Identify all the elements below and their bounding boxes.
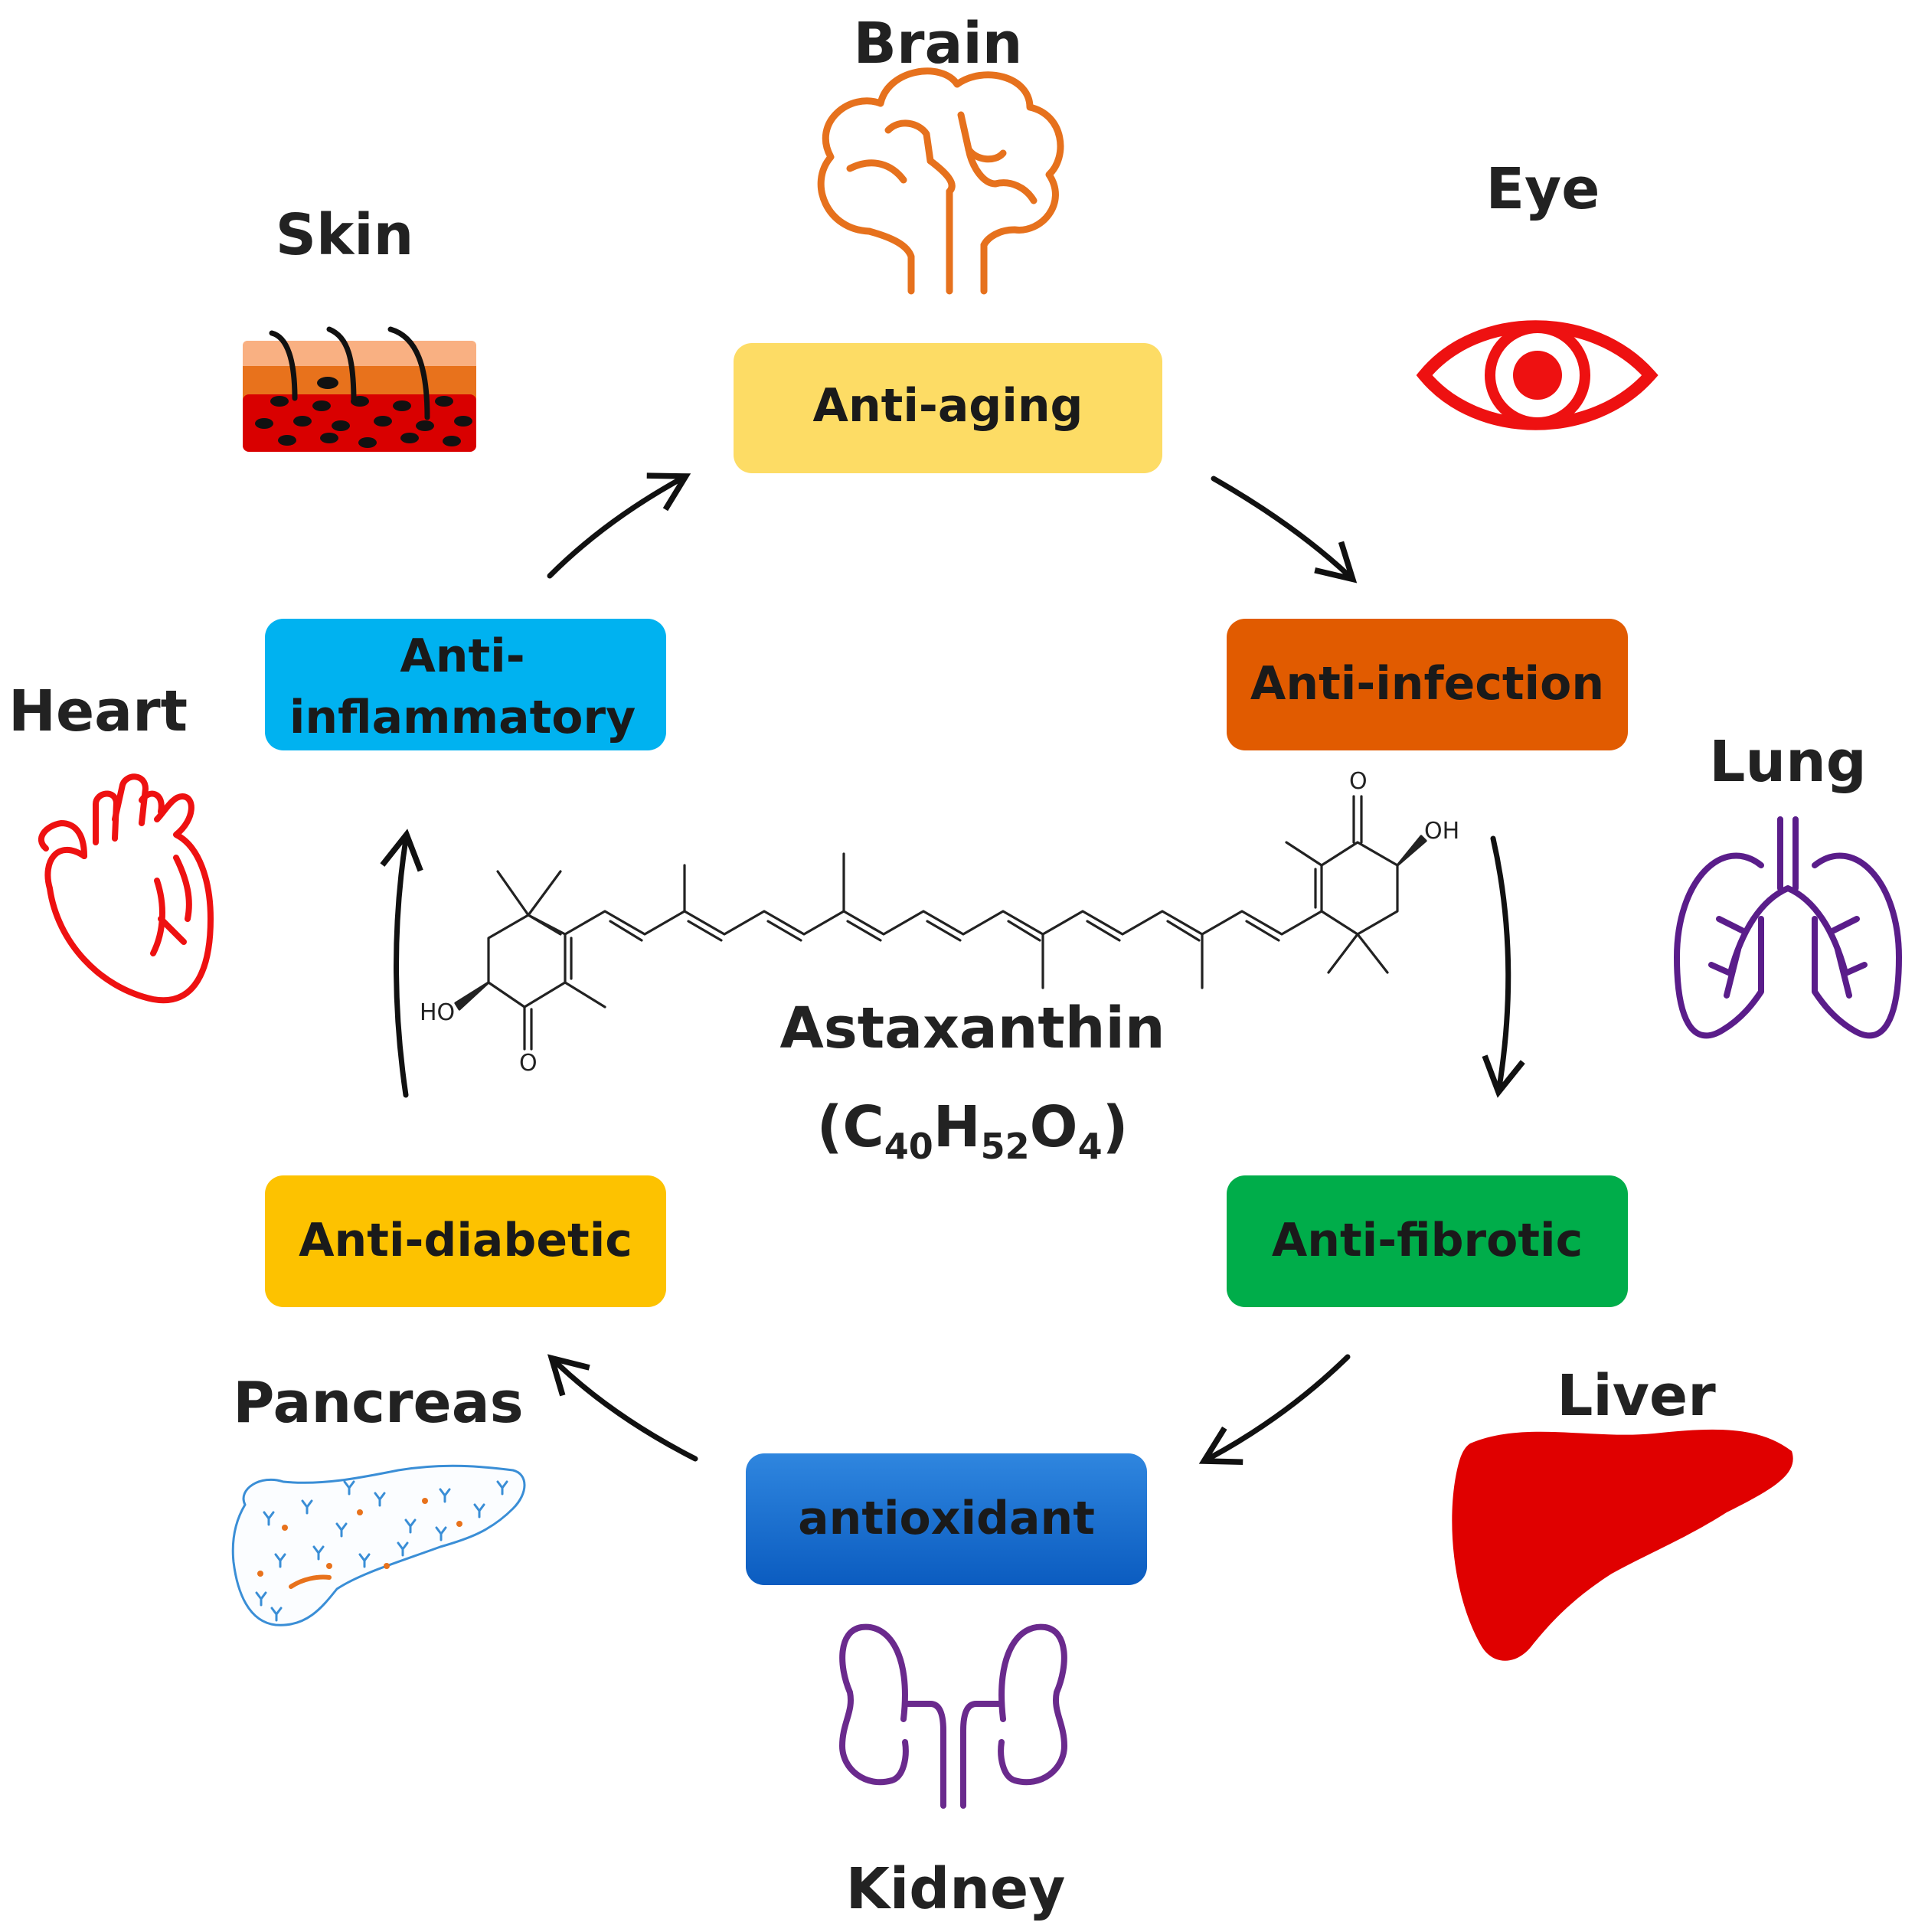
effect-box-anti-diabetic-bg: [265, 1175, 666, 1307]
atom-label-o-top: O: [1349, 768, 1368, 795]
effect-label-anti-infection: Anti-infection: [1250, 657, 1604, 711]
heart-icon: [38, 773, 214, 1004]
effect-label-anti-diabetic: Anti-diabetic: [299, 1214, 632, 1267]
formula-c-sub: 40: [884, 1126, 933, 1167]
arrow-inflammatory-to-aging: [547, 472, 691, 579]
atom-label-ho-left: HO: [420, 999, 455, 1026]
effect-box-anti-diabetic: Anti-diabetic: [265, 1175, 666, 1307]
organ-label-pancreas: Pancreas: [233, 1370, 523, 1436]
pancreas-icon: [231, 1464, 526, 1626]
effect-box-anti-infection-bg: [1227, 619, 1628, 750]
compound-formula: (C40H52O4): [817, 1094, 1129, 1167]
effect-box-anti-inflammatory: Anti- inflammatory: [265, 619, 666, 750]
organ-label-eye: Eye: [1486, 156, 1600, 222]
formula-open: (C: [817, 1094, 884, 1160]
effect-box-anti-fibrotic: Anti-fibrotic: [1227, 1175, 1628, 1307]
formula-h: H: [933, 1094, 981, 1160]
arrow-fibrotic-to-antioxidant: [1198, 1354, 1351, 1466]
effect-box-anti-aging: Anti-aging: [734, 343, 1162, 473]
formula-o: O: [1030, 1094, 1078, 1160]
effect-box-anti-aging-bg: [734, 343, 1162, 473]
effect-label-antioxidant: antioxidant: [798, 1492, 1095, 1545]
effect-label-anti-inflammatory-line2: inflammatory: [289, 691, 636, 744]
formula-o-sub: 4: [1078, 1126, 1103, 1167]
compound-name: Astaxanthin: [779, 995, 1165, 1061]
organ-label-lung: Lung: [1709, 729, 1867, 795]
effect-label-anti-aging: Anti-aging: [813, 379, 1083, 433]
atom-label-o-bottom: O: [519, 1050, 538, 1077]
effect-label-anti-fibrotic: Anti-fibrotic: [1272, 1214, 1583, 1267]
skin-icon: [243, 326, 476, 452]
effect-box-antioxidant-bg: [746, 1453, 1147, 1585]
formula-h-sub: 52: [981, 1126, 1030, 1167]
eye-icon: [1416, 320, 1658, 430]
organ-label-kidney: Kidney: [846, 1856, 1066, 1922]
lung-icon: [1674, 816, 1902, 1039]
effect-label-anti-inflammatory-line1: Anti-: [400, 629, 525, 683]
effect-box-anti-fibrotic-bg: [1227, 1175, 1628, 1307]
effect-box-anti-infection: Anti-infection: [1227, 619, 1628, 750]
organ-label-liver: Liver: [1557, 1363, 1716, 1429]
kidney-icon: [839, 1623, 1067, 1809]
arrow-aging-to-infection: [1211, 476, 1358, 584]
liver-icon: [1452, 1429, 1793, 1661]
arrow-infection-to-fibrotic: [1482, 835, 1525, 1098]
effect-box-anti-inflammatory-bg: [265, 619, 666, 750]
arrow-antioxidant-to-diabetic: [547, 1354, 698, 1462]
formula-close: ): [1103, 1094, 1129, 1160]
effect-box-antioxidant: antioxidant: [746, 1453, 1147, 1585]
arrow-diabetic-to-inflammatory: [380, 829, 423, 1098]
organ-label-brain: Brain: [854, 11, 1023, 77]
brain-icon: [817, 67, 1064, 295]
astaxanthin-structure: [454, 795, 1427, 1051]
organ-label-skin: Skin: [276, 202, 414, 268]
organ-label-heart: Heart: [8, 678, 188, 744]
atom-label-oh-right: OH: [1424, 818, 1459, 845]
